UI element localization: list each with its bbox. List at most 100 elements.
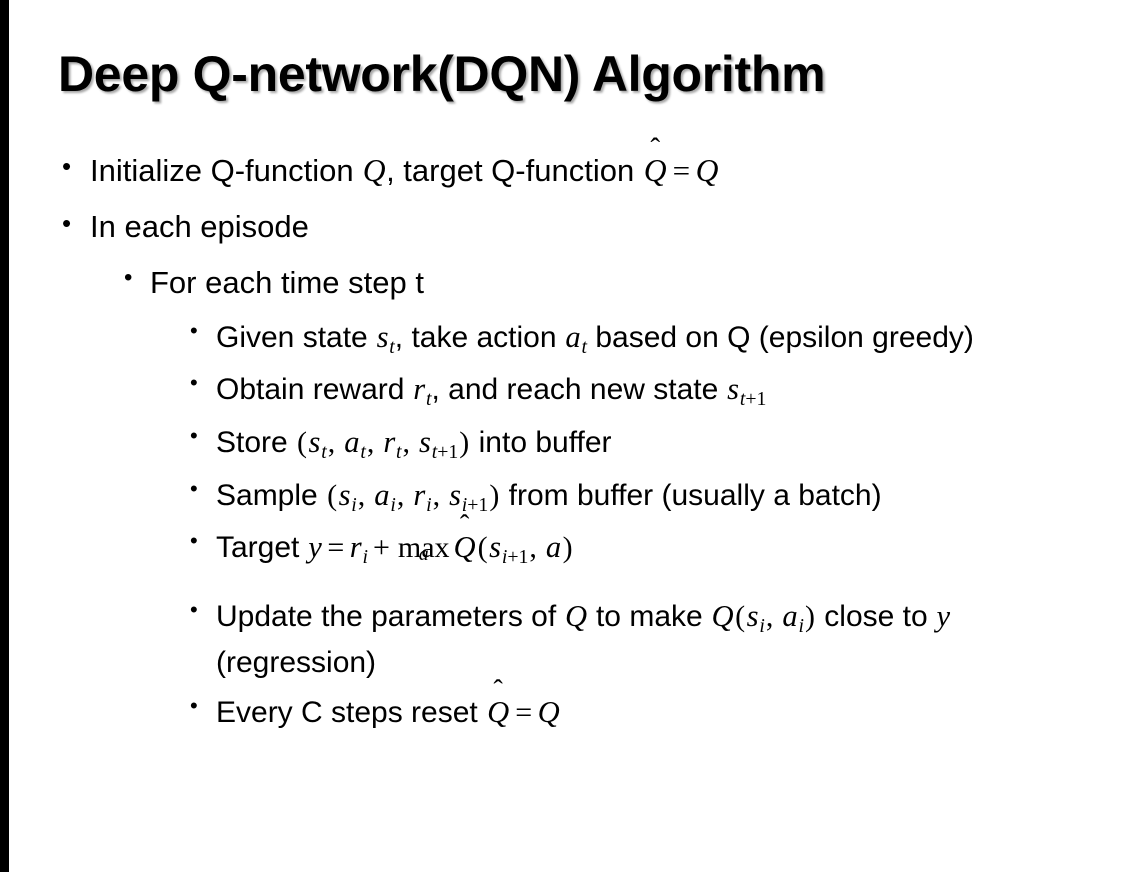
math-separator: , — [765, 600, 781, 634]
list-item-text: Update the parameters of Q to make Q(si,… — [216, 594, 1124, 684]
math-subscript: i+1 — [461, 493, 489, 516]
list-item: • In each episode — [62, 205, 1124, 250]
slide-left-border — [0, 0, 9, 872]
text-run: Store — [216, 426, 297, 460]
text-run: close to — [815, 600, 936, 634]
math-var-r: r — [349, 530, 362, 565]
list-item-text: In each episode — [90, 205, 1124, 250]
text-run: Q — [643, 153, 667, 188]
math-subscript: t — [360, 441, 366, 464]
math-separator: , — [357, 478, 373, 512]
math-var-s: s — [746, 599, 759, 634]
bullet-icon: • — [62, 151, 72, 181]
math-separator: , — [402, 426, 418, 460]
math-var-a: a — [374, 477, 390, 512]
math-var-q: Q — [362, 153, 386, 188]
math-var-s: s — [338, 477, 351, 512]
list-item: • Given state st, take action at based o… — [190, 315, 1124, 362]
text-run: t — [739, 388, 746, 411]
list-item-text: Given state st, take action at based on … — [216, 315, 1124, 362]
list-item-text: For each time step t — [150, 261, 1124, 306]
math-separator: , — [432, 478, 448, 512]
text-run: +1 — [745, 388, 767, 411]
text-run: In each episode — [90, 208, 309, 244]
text-run: max — [397, 531, 450, 565]
list-item: • Update the parameters of Q to make Q(s… — [190, 594, 1124, 684]
bullet-list: • Initialize Q-function Q, target Q-func… — [0, 148, 1124, 741]
text-run: Q — [453, 530, 476, 565]
text-run: Target — [216, 531, 308, 565]
math-equals: = — [515, 696, 533, 730]
math-subscript: i+1 — [502, 546, 529, 568]
math-paren-close: ) — [804, 600, 815, 634]
math-paren-close: ) — [459, 426, 470, 460]
math-paren-open: ( — [477, 531, 488, 565]
bullet-icon: • — [190, 370, 198, 396]
math-var-s: s — [489, 530, 502, 565]
list-item: • Every C steps reset ̂Q=Q — [190, 690, 1124, 735]
math-var-r: r — [413, 477, 426, 512]
page-title: Deep Q-network(DQN) Algorithm — [58, 46, 826, 102]
math-target-q-hat: ̂Q — [643, 148, 668, 194]
math-subscript: i — [351, 493, 357, 516]
math-var-r: r — [383, 425, 396, 460]
list-item: • Initialize Q-function Q, target Q-func… — [62, 148, 1124, 194]
math-var-y: y — [936, 599, 951, 634]
math-var-s: s — [308, 425, 321, 460]
list-item-text: Initialize Q-function Q, target Q-functi… — [90, 148, 1124, 194]
text-run: (regression) — [216, 645, 377, 679]
bullet-icon: • — [190, 693, 198, 719]
math-separator: , — [366, 426, 382, 460]
bullet-icon: • — [124, 263, 133, 291]
math-var-q: Q — [537, 695, 560, 730]
text-run: based on Q (epsilon greedy) — [586, 320, 974, 354]
text-run: into buffer — [470, 426, 612, 460]
math-subscript: i — [426, 493, 432, 516]
math-equals: = — [327, 531, 345, 565]
list-item-text: Target y=ri+maxâQ(si+1, a) — [216, 525, 1124, 572]
math-equals: = — [672, 153, 691, 188]
bullet-icon: • — [62, 207, 72, 238]
math-paren-close: ) — [489, 478, 500, 512]
text-run: from buffer (usually a batch) — [500, 478, 882, 512]
list-item: • Sample (si, ai, ri, si+1) from buffer … — [190, 473, 1124, 520]
bullet-icon: • — [190, 475, 198, 501]
math-subscript: t — [581, 335, 587, 358]
math-plus: + — [372, 531, 390, 565]
math-subscript: i — [362, 546, 368, 569]
text-run: Obtain reward — [216, 373, 413, 407]
text-run: t — [431, 441, 438, 464]
bullet-icon: • — [190, 528, 198, 554]
math-separator: , — [327, 426, 343, 460]
math-var-a: a — [782, 599, 798, 634]
math-var-q: Q — [711, 599, 734, 634]
list-item: • For each time step t — [124, 261, 1124, 306]
list-item-text: Store (st, at, rt, st+1) into buffer — [216, 420, 1124, 467]
text-run: i — [461, 493, 468, 516]
list-item-text: Obtain reward rt, and reach new state st… — [216, 367, 1124, 414]
math-var-s: s — [419, 425, 431, 460]
text-run: For each time step t — [150, 264, 424, 300]
math-subscript: t — [389, 335, 395, 358]
math-var-q: Q — [695, 153, 719, 188]
text-run: +1 — [437, 441, 459, 464]
text-run: , take action — [394, 320, 565, 354]
math-subscript: i — [390, 493, 396, 516]
text-run: Given state — [216, 320, 377, 354]
text-run: Q — [487, 695, 510, 730]
math-var-s: s — [449, 477, 461, 512]
list-item: • Obtain reward rt, and reach new state … — [190, 367, 1124, 414]
math-subscript: t+1 — [740, 388, 767, 410]
math-separator: , — [396, 478, 412, 512]
math-separator: , — [529, 531, 545, 565]
bullet-icon: • — [190, 317, 198, 343]
text-run: Sample — [216, 478, 327, 512]
text-run: Every C steps reset — [216, 696, 487, 730]
math-var-r: r — [413, 372, 426, 407]
math-subscript: i — [798, 614, 804, 637]
math-var-y: y — [308, 530, 322, 565]
math-paren-open: ( — [297, 426, 308, 460]
text-run: , and reach new state — [431, 373, 727, 407]
